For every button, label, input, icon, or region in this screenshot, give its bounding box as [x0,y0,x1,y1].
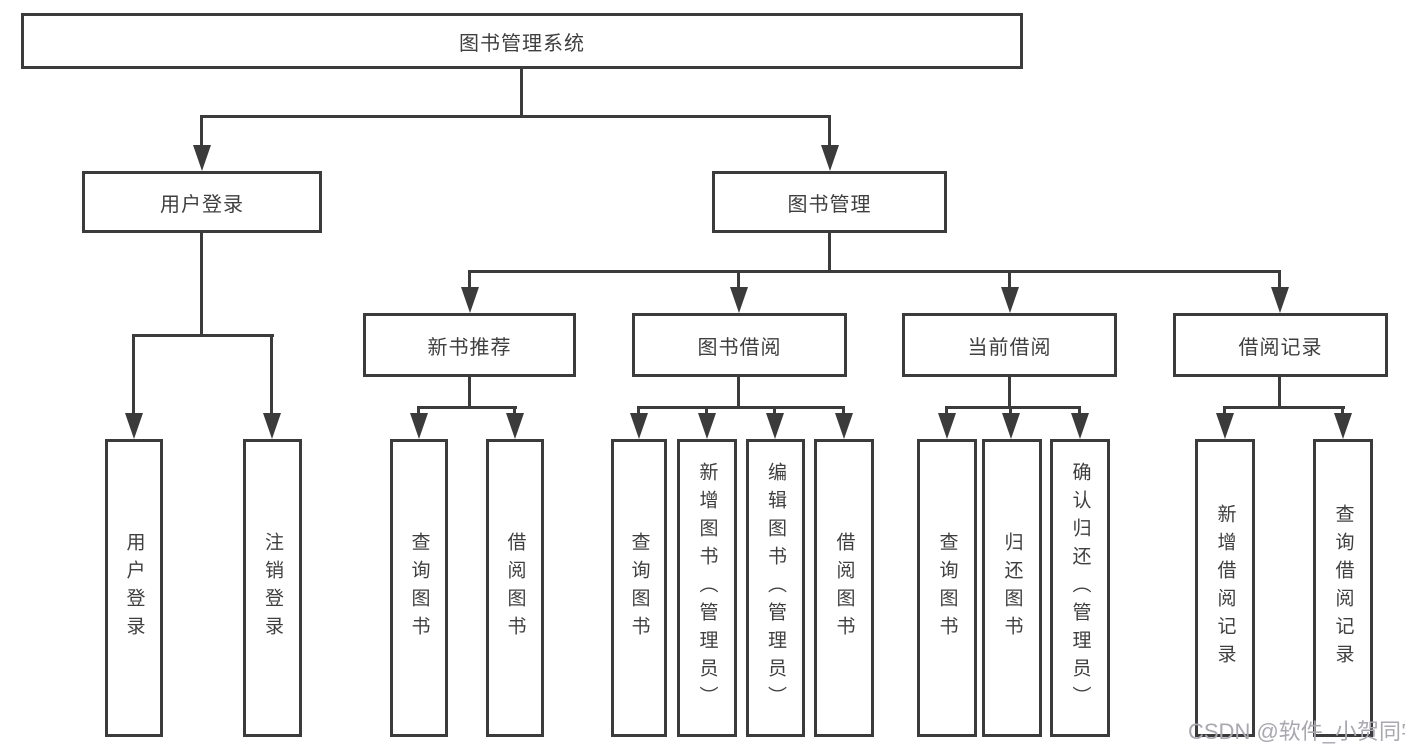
arrowhead-down-icon [1001,287,1019,313]
edge-line [773,406,776,418]
edge-line [132,334,274,337]
node-borrow-records: 借阅记录 [1173,313,1388,377]
arrowhead-down-icon [835,413,853,439]
arrowhead-down-icon [698,413,716,439]
node-root-label: 图书管理系统 [459,32,585,55]
node-current-borrow: 当前借阅 [902,313,1117,377]
node-new-book-recommend: 新书推荐 [363,313,576,377]
edge-line [468,375,471,408]
arrowhead-down-icon [125,413,143,439]
edge-line [1278,270,1281,292]
arrowhead-down-icon [1334,413,1352,439]
leaf-cb-query-books: 查询图书 [917,439,977,737]
edge-line [705,406,708,418]
edge-line [945,406,948,418]
leaf-br-query-record-label: 查询借阅记录 [1332,504,1354,672]
arrowhead-down-icon [630,413,648,439]
edge-line [513,406,516,418]
leaf-cb-query-books-label: 查询图书 [936,532,958,644]
edge-line [132,334,135,416]
leaf-cb-confirm-return-admin-label: 确认归还（管理员） [1069,462,1091,714]
leaf-cb-return-books-label: 归还图书 [1001,532,1023,644]
leaf-nbr-borrow-books: 借阅图书 [486,439,544,737]
leaf-cb-confirm-return-admin: 确认归还（管理员） [1050,439,1110,737]
leaf-nbr-query-books-label: 查询图书 [408,532,430,644]
edge-line [1223,406,1345,409]
leaf-bb-add-books-admin: 新增图书（管理员） [677,439,737,737]
arrowhead-down-icon [410,413,428,439]
arrowhead-down-icon [766,413,784,439]
edge-line [945,406,1081,409]
leaf-bb-query-books: 查询图书 [611,439,667,737]
arrowhead-down-icon [1071,413,1089,439]
arrowhead-down-icon [1216,413,1234,439]
leaf-bb-edit-books-admin-label: 编辑图书（管理员） [765,462,786,714]
leaf-bb-borrow-books-label: 借阅图书 [833,532,855,644]
leaf-br-add-record-label: 新增借阅记录 [1214,504,1236,672]
edge-line [828,115,831,148]
leaf-bb-borrow-books: 借阅图书 [814,439,874,737]
edge-line [468,270,471,292]
node-user-login: 用户登录 [82,171,322,233]
node-book-management: 图书管理 [712,171,947,233]
node-book-borrow: 图书借阅 [632,313,847,377]
leaf-logout: 注销登录 [243,439,302,737]
edge-line [468,270,1281,273]
edge-line [1008,270,1011,292]
arrowhead-down-icon [730,287,748,313]
arrowhead-down-icon [938,413,956,439]
leaf-user-login: 用户登录 [105,439,163,737]
node-root: 图书管理系统 [21,13,1023,69]
leaf-logout-label: 注销登录 [262,532,283,644]
edge-line [828,231,831,273]
edge-line [1008,375,1011,408]
leaf-user-login-label: 用户登录 [123,532,145,644]
leaf-br-query-record: 查询借阅记录 [1313,439,1373,737]
node-current-borrow-label: 当前借阅 [967,336,1052,359]
edge-line [737,375,740,408]
arrowhead-down-icon [506,413,524,439]
leaf-br-add-record: 新增借阅记录 [1195,439,1255,737]
edge-line [1009,406,1012,418]
leaf-nbr-query-books: 查询图书 [390,439,448,737]
edge-line [737,270,740,292]
node-new-book-recommend-label: 新书推荐 [427,336,512,359]
edge-line [842,406,845,418]
arrowhead-down-icon [461,287,479,313]
node-book-borrow-label: 图书借阅 [697,336,782,359]
leaf-bb-query-books-label: 查询图书 [628,532,650,644]
node-book-management-label: 图书管理 [787,193,872,216]
edge-line [1278,375,1281,408]
node-user-login-label: 用户登录 [160,193,244,216]
edge-line [637,406,845,409]
leaf-bb-edit-books-admin: 编辑图书（管理员） [746,439,805,737]
leaf-bb-add-books-admin-label: 新增图书（管理员） [696,462,718,714]
edge-line [1341,406,1344,418]
edge-line [520,66,523,117]
edge-line [1078,406,1081,418]
arrowhead-down-icon [1002,413,1020,439]
edge-line [637,406,640,418]
edge-line [270,334,273,416]
arrowhead-down-icon [263,413,281,439]
arrowhead-down-icon [821,145,839,171]
arrowhead-down-icon [1271,287,1289,313]
edge-line [200,231,203,337]
arrowhead-down-icon [193,145,211,171]
edge-line [1223,406,1226,418]
edge-line [417,406,517,409]
leaf-cb-return-books: 归还图书 [982,439,1042,737]
edge-line [200,115,203,148]
leaf-nbr-borrow-books-label: 借阅图书 [504,532,526,644]
edge-line [200,115,831,118]
watermark: CSDN @软件_小贺同学 [1188,719,1405,744]
node-borrow-records-label: 借阅记录 [1238,336,1323,359]
edge-line [417,406,420,418]
